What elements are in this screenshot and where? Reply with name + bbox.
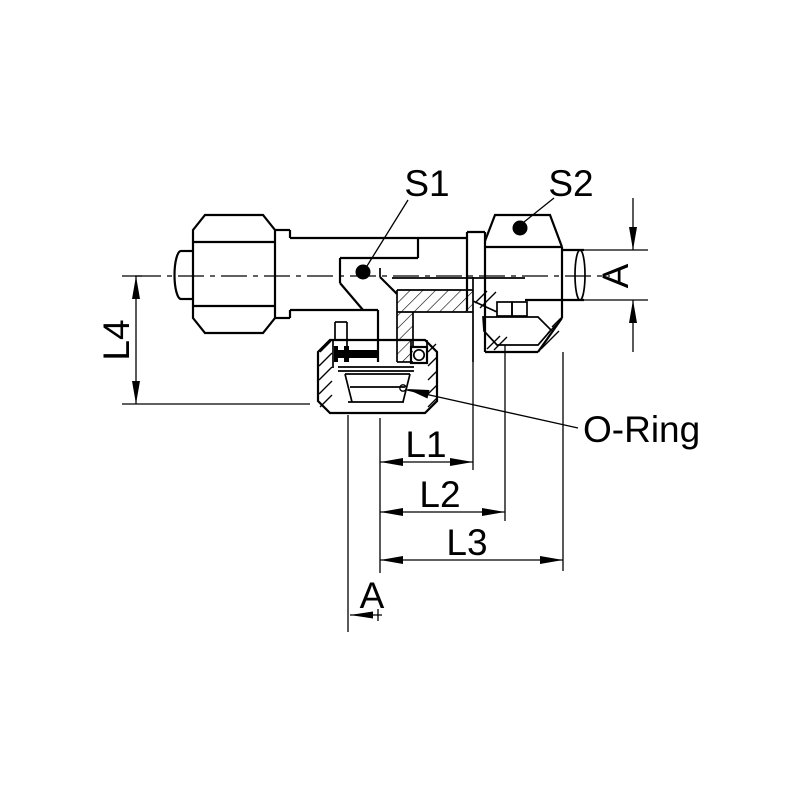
arrowhead-icon <box>380 556 403 564</box>
dim-label-a-bottom: A <box>360 575 385 616</box>
o-ring-groove <box>409 340 429 365</box>
callout-o-ring: O-Ring <box>406 389 700 450</box>
left-collar <box>275 228 292 320</box>
leader-arrowhead-icon <box>407 389 430 399</box>
callout-label-o-ring: O-Ring <box>583 409 700 450</box>
dimension-l2: L2 <box>380 474 505 516</box>
dimension-a-right: A <box>595 198 637 352</box>
dim-label-l1: L1 <box>405 424 446 465</box>
fitting-body <box>290 236 467 312</box>
arrowhead-icon <box>132 276 140 299</box>
arrowhead-icon <box>629 300 637 323</box>
dimension-l4: L4 <box>96 275 310 405</box>
dimension-l3: L3 <box>380 522 563 564</box>
arrowhead-icon <box>629 227 637 250</box>
tube-break-symbol <box>574 249 586 301</box>
body-section-hatch <box>376 277 525 363</box>
dim-label-a-right: A <box>595 263 636 288</box>
dim-label-l2: L2 <box>419 474 460 515</box>
arrowhead-icon <box>450 458 473 466</box>
right-swivel-nut <box>472 213 564 354</box>
arrowhead-icon <box>540 556 563 564</box>
o-ring-seal-icon <box>399 384 407 392</box>
left-tube-stub <box>173 249 193 301</box>
o-ring-section-icon <box>412 348 426 362</box>
left-swivel-nut <box>191 213 277 335</box>
dimension-l1: L1 <box>380 424 473 466</box>
dimension-a-bottom: A <box>350 575 385 621</box>
dim-label-l4: L4 <box>96 319 137 360</box>
callout-s1: S1 <box>355 163 450 280</box>
arrowhead-icon <box>380 508 403 516</box>
dim-label-l3: L3 <box>446 522 487 563</box>
leader-dot-icon <box>355 264 371 280</box>
arrowhead-icon <box>482 508 505 516</box>
arrowhead-icon <box>350 611 373 619</box>
thread-zone <box>334 350 377 358</box>
extension-lines <box>347 345 564 632</box>
arrowhead-icon <box>380 458 403 466</box>
compression-cone <box>338 366 414 403</box>
leader-dot-icon <box>512 220 528 236</box>
bottom-nut-assembly <box>316 321 439 415</box>
callout-label-s1: S1 <box>404 163 449 204</box>
arrowhead-icon <box>132 381 140 404</box>
callout-s2: S2 <box>512 163 594 236</box>
right-tube <box>525 248 648 302</box>
callout-label-s2: S2 <box>548 163 593 204</box>
